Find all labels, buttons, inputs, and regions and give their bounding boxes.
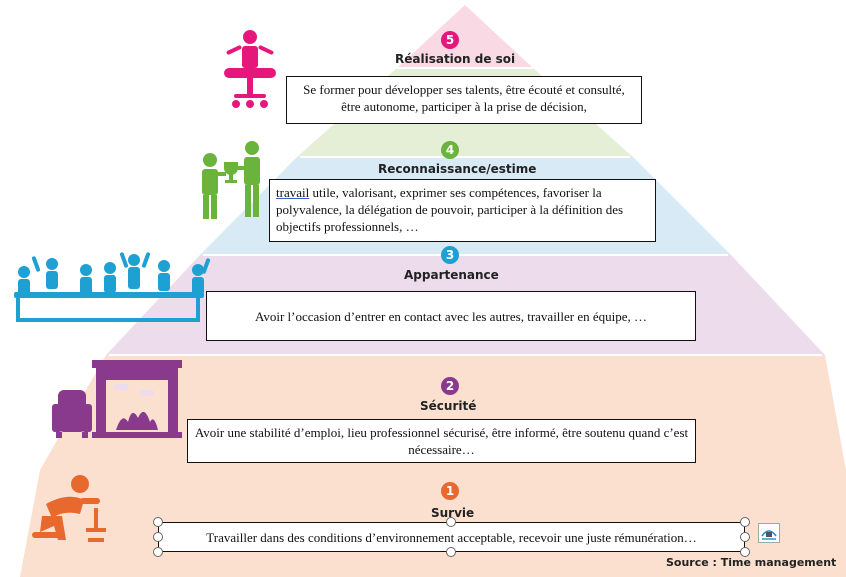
level-2-badge: 2 [441,377,459,395]
source-caption: Source : Time management [666,556,837,569]
level-2-description: Avoir une stabilité d’emploi, lieu profe… [187,419,696,463]
resize-handle-bottom-right[interactable] [740,547,750,557]
level-4-description: travail utile, valorisant, exprimer ses … [269,179,656,242]
level-3-title: Appartenance [404,268,499,282]
trophy-handover-icon [196,136,268,225]
resize-handle-mid-right[interactable] [740,532,750,542]
tier-5-band [397,5,533,68]
resize-handle-bottom-left[interactable] [153,547,163,557]
level-5-description: Se former pour développer ses talents, ê… [286,76,642,124]
level-5-title: Réalisation de soi [395,52,516,66]
resize-handle-top-mid[interactable] [446,517,456,527]
level-1-badge: 1 [441,482,459,500]
layout-options-icon[interactable] [758,523,780,543]
team-meeting-icon [10,250,212,331]
level-4-title: Reconnaissance/estime [378,162,537,176]
level-1-title: Survie [431,506,475,520]
level-3-description: Avoir l’occasion d’entrer en contact ave… [206,291,696,341]
tier-1-band [20,355,846,577]
level-4-description-first-word: travail [276,185,310,200]
level-5-badge: 5 [441,31,459,49]
meditating-person-icon [218,28,286,117]
resize-handle-top-right[interactable] [740,517,750,527]
level-4-badge: 4 [441,141,459,159]
level-2-title: Sécurité [420,399,477,413]
resize-handle-top-left[interactable] [153,517,163,527]
level-3-badge: 3 [441,246,459,264]
resize-handle-bottom-mid[interactable] [446,547,456,557]
resize-handle-mid-left[interactable] [153,532,163,542]
worker-kneeling-icon [28,470,110,555]
level-4-description-rest: utile, valorisant, exprimer ses compéten… [276,185,624,234]
fireplace-armchair-icon [52,360,182,445]
